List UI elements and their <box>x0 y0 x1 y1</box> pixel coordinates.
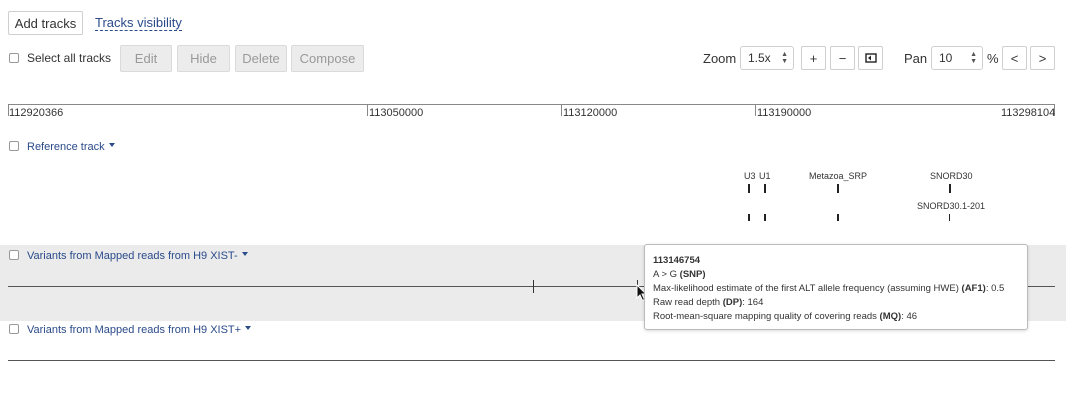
gene-label: U3 <box>744 171 756 181</box>
variant-tooltip: 113146754 A > G (SNP) Max-likelihood est… <box>644 244 1028 330</box>
compose-button[interactable]: Compose <box>291 45 364 72</box>
hide-button[interactable]: Hide <box>177 45 230 72</box>
gene-mark[interactable] <box>837 184 839 193</box>
variant-track-menu[interactable]: Variants from Mapped reads from H9 XIST+ <box>27 324 252 336</box>
variant-track-label: Variants from Mapped reads from H9 XIST+ <box>27 324 242 336</box>
caret-down-icon <box>241 252 248 256</box>
tooltip-position: 113146754 <box>653 255 701 266</box>
variant-track-axis <box>8 360 1055 361</box>
ruler-tick <box>1054 104 1055 116</box>
ruler-tick <box>8 104 9 116</box>
add-tracks-button[interactable]: Add tracks <box>8 11 83 35</box>
gene-label: U1 <box>759 171 771 181</box>
reference-track-menu[interactable]: Reference track <box>27 141 115 153</box>
ruler-label: 113190000 <box>757 107 812 119</box>
select-all-label: Select all tracks <box>27 51 112 65</box>
gene-mark[interactable] <box>837 214 839 221</box>
zoom-reset-icon <box>864 53 877 63</box>
pan-right-button[interactable]: > <box>1030 46 1055 70</box>
tracks-visibility-link[interactable]: Tracks visibility <box>95 15 182 31</box>
pan-unit: % <box>987 51 999 66</box>
pan-select[interactable]: 10 ▲▼ <box>931 46 983 70</box>
caret-down-icon <box>245 326 252 330</box>
variant-track-checkbox[interactable] <box>9 324 19 334</box>
variant-mark[interactable] <box>533 280 534 293</box>
edit-button[interactable]: Edit <box>120 45 172 72</box>
pan-label: Pan <box>904 51 928 66</box>
gene-mark[interactable] <box>949 214 950 221</box>
ruler-tick <box>755 104 756 116</box>
ruler-line <box>8 104 1055 105</box>
zoom-reset-button[interactable] <box>858 46 883 70</box>
select-all-checkbox[interactable] <box>9 53 19 63</box>
gene-label: SNORD30.1-201 <box>917 201 986 211</box>
variant-track-label: Variants from Mapped reads from H9 XIST- <box>27 250 238 262</box>
pan-value: 10 <box>939 51 953 65</box>
pan-left-button[interactable]: < <box>1002 46 1027 70</box>
ruler-tick <box>367 104 368 116</box>
caret-down-icon <box>108 143 115 147</box>
variant-track-axis <box>8 286 1055 287</box>
zoom-out-button[interactable]: − <box>830 46 855 70</box>
gene-label: SNORD30 <box>930 171 973 181</box>
zoom-value: 1.5x <box>748 51 771 65</box>
tooltip-af1: Max-likelihood estimate of the first ALT… <box>653 283 1005 294</box>
zoom-select[interactable]: 1.5x ▲▼ <box>740 46 794 70</box>
ruler-tick <box>561 104 562 116</box>
gene-mark[interactable] <box>764 184 766 193</box>
tooltip-change: A > G (SNP) <box>653 269 706 280</box>
ruler-label: 113298104 <box>1001 107 1056 119</box>
reference-track-checkbox[interactable] <box>9 141 19 151</box>
gene-mark[interactable] <box>764 214 766 221</box>
zoom-in-button[interactable]: + <box>801 46 826 70</box>
spinner-arrows-icon: ▲▼ <box>781 51 788 65</box>
ruler-label: 113120000 <box>563 107 618 119</box>
gene-label: Metazoa_SRP <box>809 171 868 181</box>
variant-track-menu[interactable]: Variants from Mapped reads from H9 XIST- <box>27 250 248 262</box>
variant-track-checkbox[interactable] <box>9 250 19 260</box>
zoom-label: Zoom <box>703 51 737 66</box>
gene-mark[interactable] <box>949 184 951 193</box>
gene-mark[interactable] <box>748 184 750 193</box>
spinner-arrows-icon: ▲▼ <box>970 51 977 65</box>
tooltip-dp: Raw read depth (DP): 164 <box>653 297 764 308</box>
tooltip-mq: Root-mean-square mapping quality of cove… <box>653 311 918 322</box>
reference-track-label: Reference track <box>27 141 105 153</box>
ruler-label: 113050000 <box>369 107 424 119</box>
delete-button[interactable]: Delete <box>235 45 287 72</box>
ruler-label: 112920366 <box>9 107 64 119</box>
gene-mark[interactable] <box>748 214 750 221</box>
